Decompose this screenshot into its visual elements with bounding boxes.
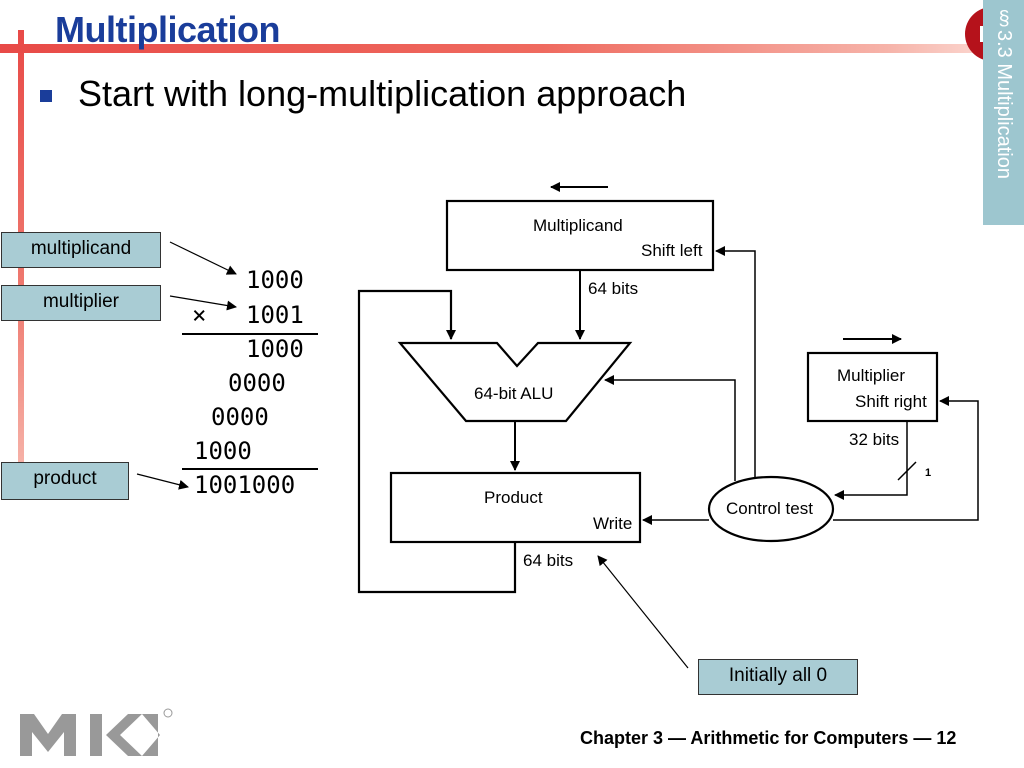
bullet-text: Start with long-multiplication approach xyxy=(78,73,687,114)
product-feedback-loop xyxy=(357,289,517,594)
section-tab-label: §3.3 Multiplication xyxy=(993,8,1015,179)
initially-zero-label: Initially all 0 xyxy=(698,659,858,695)
bit-width-label: 1 xyxy=(925,467,931,479)
multiplier-register-op: Shift right xyxy=(855,392,927,411)
width-label-32: 32 bits xyxy=(849,430,899,449)
lm-multiplicand: 1000 xyxy=(246,266,304,294)
control-to-alu-signal xyxy=(604,375,736,481)
product-register-op: Write xyxy=(593,514,632,533)
lm-bottom-rule xyxy=(182,468,318,470)
title-underline-rule xyxy=(0,44,985,53)
width-label-64-top: 64 bits xyxy=(588,279,638,298)
control-test-label: Control test xyxy=(726,499,813,518)
width-label-64-bottom: 64 bits xyxy=(523,551,573,570)
bit-width-slash xyxy=(897,461,917,481)
lm-times-sign: × xyxy=(192,301,207,329)
slide-title: Multiplication xyxy=(55,9,280,50)
publisher-logo-icon xyxy=(20,708,180,765)
multiplicand-register xyxy=(445,199,715,272)
product-register xyxy=(389,471,642,544)
product-register-name: Product xyxy=(484,488,543,507)
lm-partial-product-4: 1000 xyxy=(194,437,252,465)
lm-partial-product-3: 0000 xyxy=(211,403,269,431)
multiplier-label: multiplier xyxy=(1,285,161,321)
multiplier-register xyxy=(806,351,939,423)
slide-footer: Chapter 3 — Arithmetic for Computers — 1… xyxy=(580,728,957,748)
multiplicand-label: multiplicand xyxy=(1,232,161,268)
multiplicand-register-name: Multiplicand xyxy=(533,216,623,235)
lm-top-rule xyxy=(182,333,318,335)
alu-label: 64-bit ALU xyxy=(474,384,553,403)
lm-partial-product-1: 1000 xyxy=(246,335,304,363)
multiplier-to-control-path xyxy=(834,421,908,500)
control-to-multiplier-signal xyxy=(833,396,979,521)
control-test-unit xyxy=(707,475,835,543)
multiplicand-pointer-arrow xyxy=(169,241,237,275)
bullet-square-icon xyxy=(40,90,52,102)
lm-result: 1001000 xyxy=(194,471,296,499)
section-tab xyxy=(983,0,1024,225)
initially-pointer-arrow xyxy=(597,555,689,669)
alu-shape xyxy=(397,341,633,423)
multiplicand-register-op: Shift left xyxy=(641,241,703,260)
lm-partial-product-2: 0000 xyxy=(228,369,286,397)
multiplier-pointer-arrow xyxy=(169,295,237,311)
product-label: product xyxy=(1,462,129,500)
product-pointer-arrow xyxy=(136,473,189,490)
multiplier-register-name: Multiplier xyxy=(837,366,905,385)
lm-multiplier: 1001 xyxy=(246,301,304,329)
control-to-multiplicand-signal xyxy=(715,246,756,477)
